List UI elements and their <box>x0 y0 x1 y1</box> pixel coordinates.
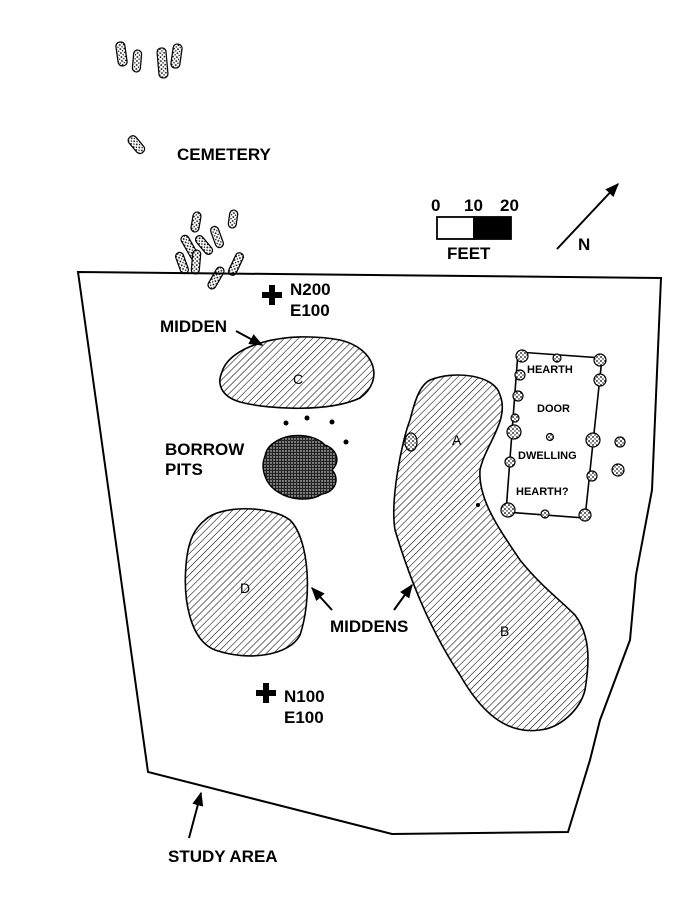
scale-tick-0: 0 <box>431 196 440 215</box>
midden-b-letter: B <box>500 623 509 639</box>
datum-cross-n200 <box>262 285 282 305</box>
scale-unit: FEET <box>447 244 491 263</box>
north-label: N <box>578 235 590 254</box>
north-arrow-icon <box>556 182 619 250</box>
borrow-pit-dots <box>283 415 480 507</box>
borrow-pits-label-line1: BORROW <box>165 440 245 459</box>
borrow-pits <box>262 434 338 500</box>
midden-ab <box>393 374 589 732</box>
study-area-boundary <box>76 270 663 836</box>
dwelling-hearth-q: HEARTH? <box>516 486 569 498</box>
borrow-pits-label-line2: PITS <box>165 460 203 479</box>
datum-top-n: N200 <box>290 280 331 299</box>
dwelling-postholes <box>500 349 626 522</box>
cemetery-graves-cluster <box>175 209 244 290</box>
midden-c <box>219 336 375 410</box>
datum-top-e: E100 <box>290 301 330 320</box>
cemetery-label: CEMETERY <box>177 145 271 164</box>
feature-stone <box>404 432 418 452</box>
dwelling-dwelling: DWELLING <box>518 450 577 462</box>
dwelling-hearth: HEARTH <box>527 364 573 376</box>
midden-d <box>184 507 309 657</box>
study-area-label: STUDY AREA <box>168 847 278 866</box>
midden-a-letter: A <box>452 432 462 448</box>
middens-label: MIDDENS <box>330 617 408 636</box>
scale-tick-10: 10 <box>464 196 483 215</box>
datum-bottom-n: N100 <box>284 687 325 706</box>
datum-bottom-e: E100 <box>284 708 324 727</box>
label-arrows <box>188 330 413 839</box>
scale-bar <box>436 216 512 240</box>
midden-c-letter: C <box>293 371 303 387</box>
midden-label: MIDDEN <box>160 317 227 336</box>
cemetery-graves-top <box>115 41 183 155</box>
midden-d-letter: D <box>240 580 250 596</box>
dwelling-door: DOOR <box>537 403 570 415</box>
datum-cross-n100 <box>256 683 276 703</box>
scale-tick-20: 20 <box>500 196 519 215</box>
